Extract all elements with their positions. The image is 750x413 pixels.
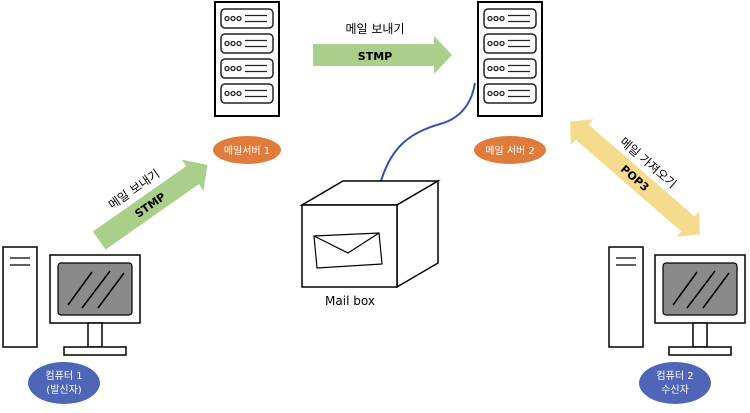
mailbox: [299, 179, 441, 289]
computer2-label-line1: 컴퓨터 2: [656, 370, 693, 382]
computer2-label-badge: 컴퓨터 2 수신자: [639, 362, 711, 404]
computer-1: [2, 246, 141, 356]
server2-label-badge: 메일 서버 2: [474, 136, 546, 164]
send-arrow-top-protocol: STMP: [358, 50, 392, 63]
computer-2: [608, 246, 746, 356]
computer1-label-line1: 컴퓨터 1: [45, 370, 82, 382]
envelope-icon: [313, 232, 383, 269]
computer1-label-badge: 컴퓨터 1 (발신자): [28, 362, 100, 404]
mail-server-1: [214, 1, 280, 117]
server1-label: 메일서버 1: [224, 145, 270, 157]
fetch-arrow-right: 메일 가져오기 POP3: [570, 119, 700, 237]
send-arrow-left: 메일 보내기 STMP: [92, 159, 208, 250]
server2-label: 메일 서버 2: [485, 145, 535, 157]
computer2-label-line2: 수신자: [661, 384, 689, 396]
computer1-label-line2: (발신자): [46, 384, 82, 396]
mail-server-2: [477, 1, 543, 117]
mailbox-label: Mail box: [325, 294, 375, 308]
server1-label-badge: 메일서버 1: [213, 136, 281, 164]
send-arrow-top: 메일 보내기 STMP: [313, 22, 452, 74]
mailbox-cable: [380, 82, 476, 182]
send-arrow-top-text: 메일 보내기: [345, 22, 404, 36]
